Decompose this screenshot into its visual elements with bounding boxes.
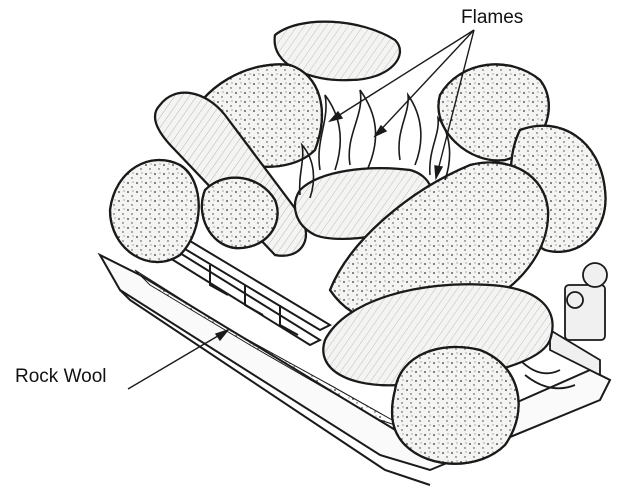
flames-label: Flames — [461, 7, 523, 29]
rock-wool-leader-line — [128, 330, 228, 389]
rock-wool-label: Rock Wool — [15, 366, 107, 388]
